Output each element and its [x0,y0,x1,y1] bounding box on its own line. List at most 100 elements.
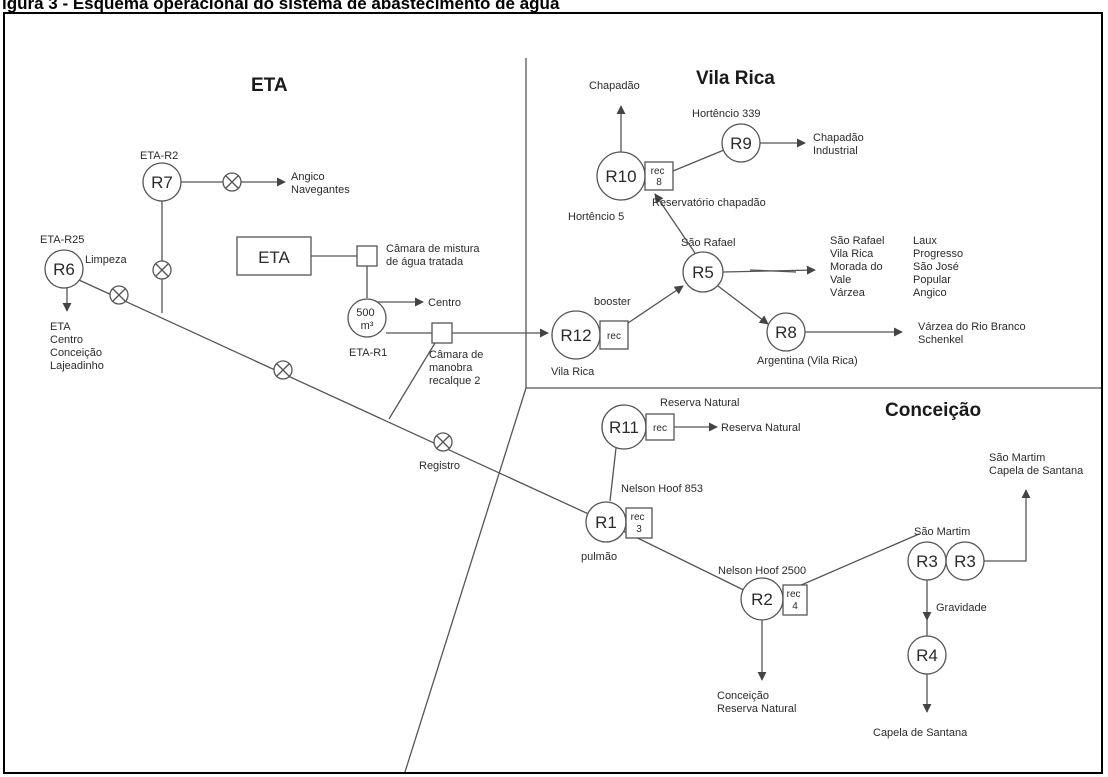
r5d2-3: Popular [913,274,951,286]
label-conceicao-reserva: Conceição Reserva Natural [717,690,796,715]
reservoir-r12-label: R12 [560,326,591,345]
rec-box-r10 [644,161,674,191]
label-hortencio-5: Hortêncio 5 [568,211,624,223]
camara-mistura-0: Câmara de mistura [386,243,480,255]
label-r5-dest-1: São Rafael Vila Rica Morada do Vale Várz… [830,235,888,299]
label-r6-destinations: ETA Centro Conceição Lajeadinho [50,321,105,372]
r5d1-2: Morada do [830,261,883,273]
label-eta-r1: ETA-R1 [349,347,387,359]
label-reserva-natural-arrow: Reserva Natural [721,422,800,434]
rec-r12-label: rec [607,331,621,342]
conc-res-0: Conceição [717,690,769,702]
label-booster: booster [594,296,631,308]
r5d1-1: Vila Rica [830,248,874,260]
conc-res-1: Reserva Natural [717,703,796,715]
valve-icon [152,260,172,280]
rec-r11-label: rec [653,423,667,434]
maneuver-chamber [431,322,453,344]
label-camara-manobra: Câmara de manobra recalque 2 [429,349,486,387]
r5d2-0: Laux [913,235,937,247]
label-camara-mistura: Câmara de mistura de água tratada [386,243,483,268]
label-eta-r25: ETA-R25 [40,234,84,246]
rec-r2-label: rec 4 [787,589,804,612]
label-pulmao: pulmão [581,551,617,563]
label-vila-rica: Vila Rica [551,366,595,378]
r6-dest-1: Centro [50,334,83,346]
label-varzea-rio-branco: Várzea do Rio Branco Schenkel [918,321,1029,346]
rec-box-r12 [599,320,629,350]
rec-r1-label: rec 3 [631,512,648,535]
diagram-frame: ETA Vila Rica Conceição R6 ETA-R25 Limpe… [3,12,1103,774]
camara-manobra-1: manobra [429,362,473,374]
label-chapadao: Chapadão [589,80,640,92]
label-sao-martim: São Martim [914,526,970,538]
eta-box [236,236,312,276]
res500-1: m³ [361,320,374,332]
chap-ind-0: Chapadão [813,132,864,144]
r5d2-2: São José [913,261,959,273]
label-argentina: Argentina (Vila Rica) [757,355,858,367]
reservoir-r7-label: R7 [151,173,173,192]
label-nelson-2500: Nelson Hoof 2500 [718,565,806,577]
label-chapadao-industrial: Chapadão Industrial [813,132,867,157]
region-dividers [404,58,1101,773]
angico-navegantes-0: Angico [291,171,325,183]
reservoir-r8-label: R8 [775,323,797,342]
label-registro: Registro [419,460,460,472]
label-reservatorio-chapadao: Reservatório chapadão [652,197,766,209]
rec-box-r2 [782,584,808,616]
reservoir-r9-label: R9 [730,134,752,153]
valve-icon [222,172,242,192]
label-capela-santana: Capela de Santana [873,727,968,739]
title-strip: igura 3 - Esquema operacional do sistema… [0,0,1108,14]
r5d2-1: Progresso [913,248,963,260]
angico-navegantes-1: Navegantes [291,184,350,196]
reservoir-r10-label: R10 [605,167,636,186]
reservoir-500m3-label: 500 m³ [356,307,377,332]
rec-r10-1: 8 [656,177,662,188]
divider-diagonal [404,387,527,773]
reservoir-500m3 [347,298,387,338]
smc-1: Capela de Santana [989,465,1084,477]
r5d1-4: Várzea [830,287,866,299]
reservoir-r3-b-label: R3 [954,552,976,571]
camara-mistura-1: de água tratada [386,256,464,268]
valve-icon [109,285,129,305]
r5d1-0: São Rafael [830,235,884,247]
label-sao-martim-capela: São Martim Capela de Santana [989,452,1084,477]
valve-icon [273,360,293,380]
reservoir-r6 [44,249,84,289]
reservoir-r3-a-label: R3 [916,552,938,571]
rec-r1-1: 3 [636,524,642,535]
label-limpeza: Limpeza [85,254,127,266]
figure-title: igura 3 - Esquema operacional do sistema… [2,0,560,13]
chap-ind-1: Industrial [813,145,858,157]
reservoir-r11-label: R11 [609,418,639,437]
r5d2-4: Angico [913,287,947,299]
label-reserva-natural-top: Reserva Natural [660,397,739,409]
reservoir-r5-label: R5 [692,263,714,282]
reservoir-r4-label: R4 [916,646,938,665]
label-r5-dest-2: Laux Progresso São José Popular Angico [913,235,966,299]
rec-r10-label: rec 8 [651,166,668,188]
camara-manobra-0: Câmara de [429,349,483,361]
reservoir-r1-label: R1 [595,513,617,532]
rec-r2-0: rec [787,589,801,600]
region-title-eta: ETA [251,75,288,96]
label-centro: Centro [428,297,461,309]
label-hortencio-339: Hortêncio 339 [692,108,761,120]
vrb-1: Schenkel [918,334,963,346]
vrb-0: Várzea do Rio Branco [918,321,1026,333]
label-sao-rafael: São Rafael [681,237,735,249]
eta-box-label: ETA [258,248,290,267]
reservoir-r2-label: R2 [751,590,773,609]
camara-manobra-2: recalque 2 [429,375,480,387]
r6-dest-0: ETA [50,321,71,333]
valve-icon [433,432,453,452]
label-eta-r2: ETA-R2 [140,150,178,162]
rec-r1-0: rec [631,512,645,523]
r5d1-3: Vale [830,274,851,286]
label-gravidade: Gravidade [936,602,987,614]
region-title-conceicao: Conceição [885,400,981,421]
reservoir-r6-label: R6 [53,260,75,279]
